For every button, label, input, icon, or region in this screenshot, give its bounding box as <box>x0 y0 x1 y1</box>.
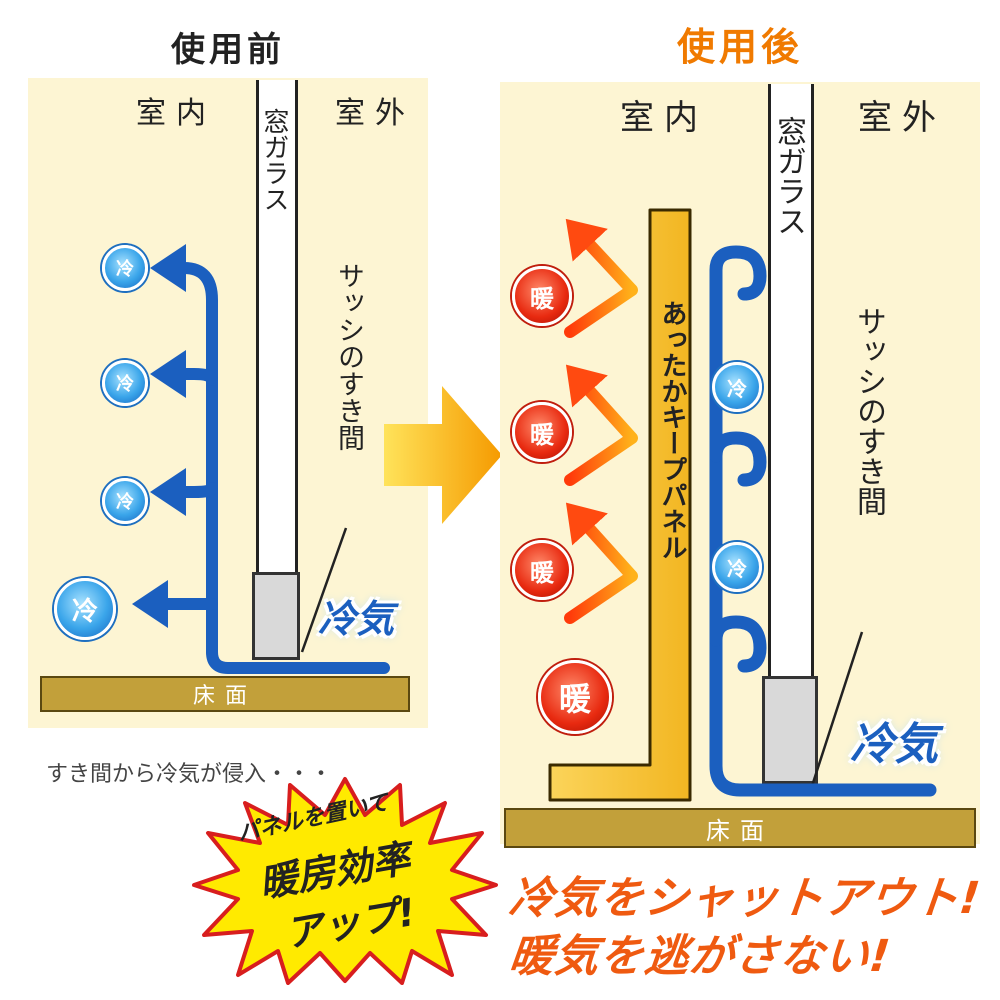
after-title: 使用後 <box>676 25 803 69</box>
before-window-glass <box>256 80 298 660</box>
before-cold-badge: 冷 <box>102 478 148 524</box>
before-glass-label: 窓ガラス <box>259 108 289 212</box>
after-cold-badge: 冷 <box>712 542 762 592</box>
before-rising-flow <box>150 244 218 658</box>
after-indoor-label: 室内 <box>620 98 708 138</box>
before-caption: すき間から冷気が侵入・・・ <box>46 762 333 787</box>
after-window-glass <box>768 84 814 708</box>
slogan-line2: 暖気を逃がさない! <box>506 931 894 982</box>
after-cold-air-label: 冷気 <box>850 719 938 770</box>
before-cold-air-label: 冷気 <box>318 597 395 641</box>
after-warm-badge: 暖 <box>512 266 572 326</box>
before-branch-flow <box>150 468 218 516</box>
before-sash-frame <box>252 572 300 660</box>
before-title: 使用前 <box>171 30 285 70</box>
after-outdoor-label: 室外 <box>858 98 946 138</box>
after-sash-frame <box>762 676 818 784</box>
cold-loop-flow <box>709 615 937 797</box>
before-gap-line <box>300 527 348 653</box>
transition-arrow-icon <box>384 386 502 524</box>
after-cold-badge: 冷 <box>712 362 762 412</box>
before-cold-badge: 冷 <box>54 578 116 640</box>
warm-reflect-arrow <box>564 364 638 486</box>
cold-loop-flow <box>709 245 767 463</box>
warm-reflect-arrow <box>564 218 638 338</box>
after-glass-label: 窓ガラス <box>771 116 806 236</box>
starburst-shape <box>192 777 498 985</box>
insulation-panel-shape <box>548 208 692 802</box>
before-indoor-label: 室内 <box>136 96 216 131</box>
after-warm-badge: 暖 <box>538 660 612 734</box>
slogan-line1: 冷気をシャットアウト! <box>506 873 984 924</box>
before-cold-badge: 冷 <box>102 360 148 406</box>
insulation-panel-label: あったかキープパネル <box>657 300 687 560</box>
after-warm-badge: 暖 <box>512 402 572 462</box>
before-cold-badge: 冷 <box>102 245 148 291</box>
warm-reflect-arrow <box>564 502 638 624</box>
before-branch-flow <box>150 350 218 398</box>
cold-loop-flow <box>709 431 767 647</box>
before-floor: 床面 <box>40 676 410 712</box>
after-gap-label: サッシのすき間 <box>851 306 886 516</box>
before-outdoor-label: 室外 <box>335 96 415 131</box>
before-gap-label: サッシのすき間 <box>333 262 364 451</box>
after-warm-badge: 暖 <box>512 540 572 600</box>
before-cold-air-arrows <box>132 244 390 674</box>
after-floor: 床面 <box>504 808 976 848</box>
after-gap-line <box>810 631 864 787</box>
